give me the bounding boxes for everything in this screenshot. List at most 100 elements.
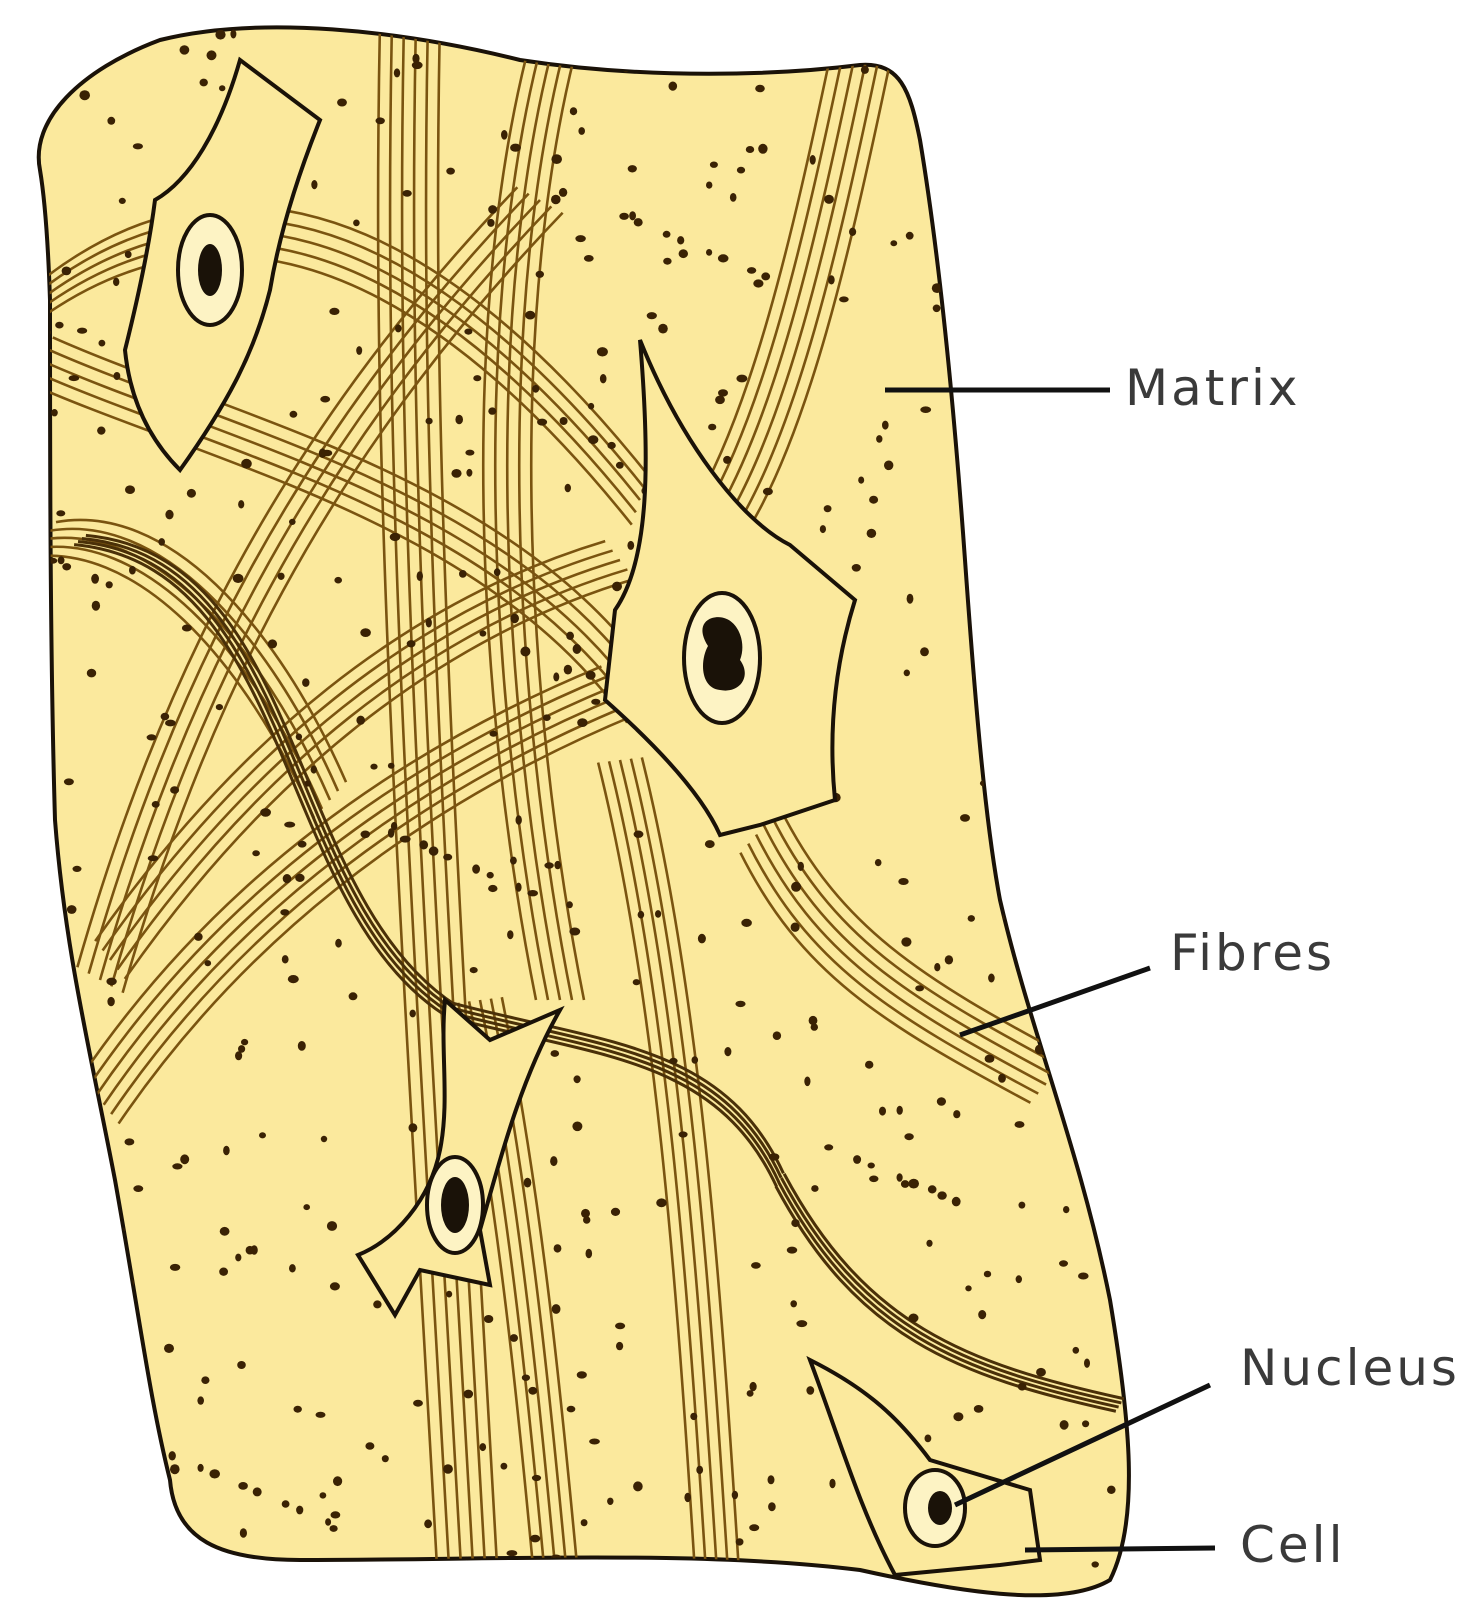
matrix-granule — [330, 1525, 338, 1532]
matrix-granule — [124, 1138, 134, 1145]
matrix-granule — [1085, 156, 1095, 162]
matrix-granule — [305, 780, 311, 786]
matrix-granule — [79, 90, 90, 100]
matrix-granule — [361, 831, 371, 839]
matrix-granule — [388, 828, 394, 838]
matrix-granule — [1089, 304, 1096, 310]
matrix-granule — [303, 1204, 310, 1210]
matrix-granule — [424, 1519, 432, 1528]
matrix-granule — [552, 1304, 561, 1314]
matrix-granule — [480, 630, 487, 636]
matrix-granule — [480, 1443, 487, 1451]
matrix-granule — [829, 1479, 835, 1488]
matrix-granule — [839, 296, 849, 302]
matrix-granule — [42, 813, 50, 820]
matrix-granule — [180, 1154, 189, 1164]
matrix-granule — [520, 647, 530, 657]
matrix-granule — [890, 240, 897, 246]
matrix-granule — [107, 997, 114, 1006]
matrix-granule — [754, 31, 762, 38]
matrix-granule — [532, 385, 539, 393]
matrix-granule — [138, 1527, 148, 1535]
matrix-granule — [763, 488, 773, 495]
matrix-granule — [573, 644, 582, 654]
matrix-granule — [69, 375, 80, 381]
matrix-granule — [612, 582, 622, 592]
matrix-granule — [532, 1475, 541, 1481]
matrix-granule — [965, 1285, 971, 1291]
matrix-granule — [933, 305, 941, 313]
matrix-granule — [373, 1300, 381, 1308]
matrix-granule — [708, 424, 716, 431]
matrix-granule — [564, 665, 572, 675]
matrix-granule — [282, 1500, 290, 1508]
matrix-granule — [749, 1524, 759, 1531]
matrix-granule — [663, 231, 671, 238]
matrix-granule — [684, 1493, 691, 1502]
matrix-granule — [64, 778, 74, 785]
matrix-granule — [107, 117, 115, 125]
matrix-granule — [87, 669, 96, 678]
matrix-granule — [220, 1227, 230, 1236]
matrix-granule — [615, 1323, 625, 1330]
matrix-granule — [382, 1455, 389, 1462]
matrix-granule — [551, 1050, 560, 1057]
matrix-granule — [937, 1191, 946, 1199]
matrix-granule — [677, 236, 684, 244]
matrix-granule — [507, 1550, 518, 1556]
matrix-granule — [577, 1371, 587, 1378]
matrix-granule — [43, 961, 52, 968]
matrix-granule — [311, 766, 317, 774]
matrix-granule — [997, 73, 1004, 81]
matrix-granule — [321, 450, 332, 457]
matrix-granule — [1109, 74, 1119, 82]
matrix-granule — [219, 85, 225, 91]
matrix-granule — [997, 752, 1005, 758]
matrix-granule — [718, 389, 728, 396]
matrix-granule — [216, 704, 223, 710]
matrix-granule — [559, 188, 567, 197]
matrix-granule — [773, 1031, 781, 1040]
matrix-granule — [230, 30, 236, 39]
matrix-granule — [960, 814, 970, 822]
matrix-granule — [611, 1208, 620, 1216]
matrix-granule — [798, 49, 805, 56]
matrix-granule — [537, 419, 547, 426]
matrix-granule — [259, 1132, 266, 1138]
matrix-granule — [42, 1209, 53, 1217]
matrix-granule — [464, 329, 472, 335]
matrix-granule — [1100, 1042, 1109, 1051]
matrix-granule — [567, 1406, 576, 1413]
matrix-granule — [298, 1041, 306, 1051]
matrix-granule — [962, 477, 969, 487]
matrix-granule — [937, 1097, 946, 1106]
matrix-granule — [238, 500, 244, 508]
matrix-granule — [129, 566, 136, 575]
matrix-granule — [36, 787, 44, 793]
matrix-granule — [1075, 189, 1083, 199]
matrix-granule — [692, 1056, 699, 1063]
matrix-granule — [81, 1255, 92, 1261]
matrix-granule — [252, 850, 260, 856]
matrix-granule — [237, 1361, 246, 1369]
matrix-granule — [1106, 692, 1117, 700]
matrix-granule — [804, 1077, 810, 1087]
matrix-granule — [320, 396, 330, 403]
matrix-granule — [464, 1390, 474, 1399]
matrix-granule — [99, 1153, 106, 1162]
matrix-granule — [320, 1492, 327, 1498]
matrix-granule — [711, 1573, 721, 1581]
matrix-granule — [133, 1185, 143, 1192]
matrix-granule — [302, 678, 309, 687]
matrix-granule — [761, 272, 770, 280]
matrix-granule — [690, 1413, 697, 1420]
matrix-granule — [133, 143, 143, 149]
matrix-granule — [869, 1176, 878, 1183]
matrix-granule — [953, 1110, 960, 1118]
matrix-granule — [215, 30, 225, 40]
matrix-granule — [170, 786, 179, 793]
matrix-granule — [356, 716, 365, 725]
matrix-granule — [879, 1107, 886, 1116]
matrix-granule — [1075, 977, 1083, 984]
matrix-granule — [554, 1244, 562, 1252]
